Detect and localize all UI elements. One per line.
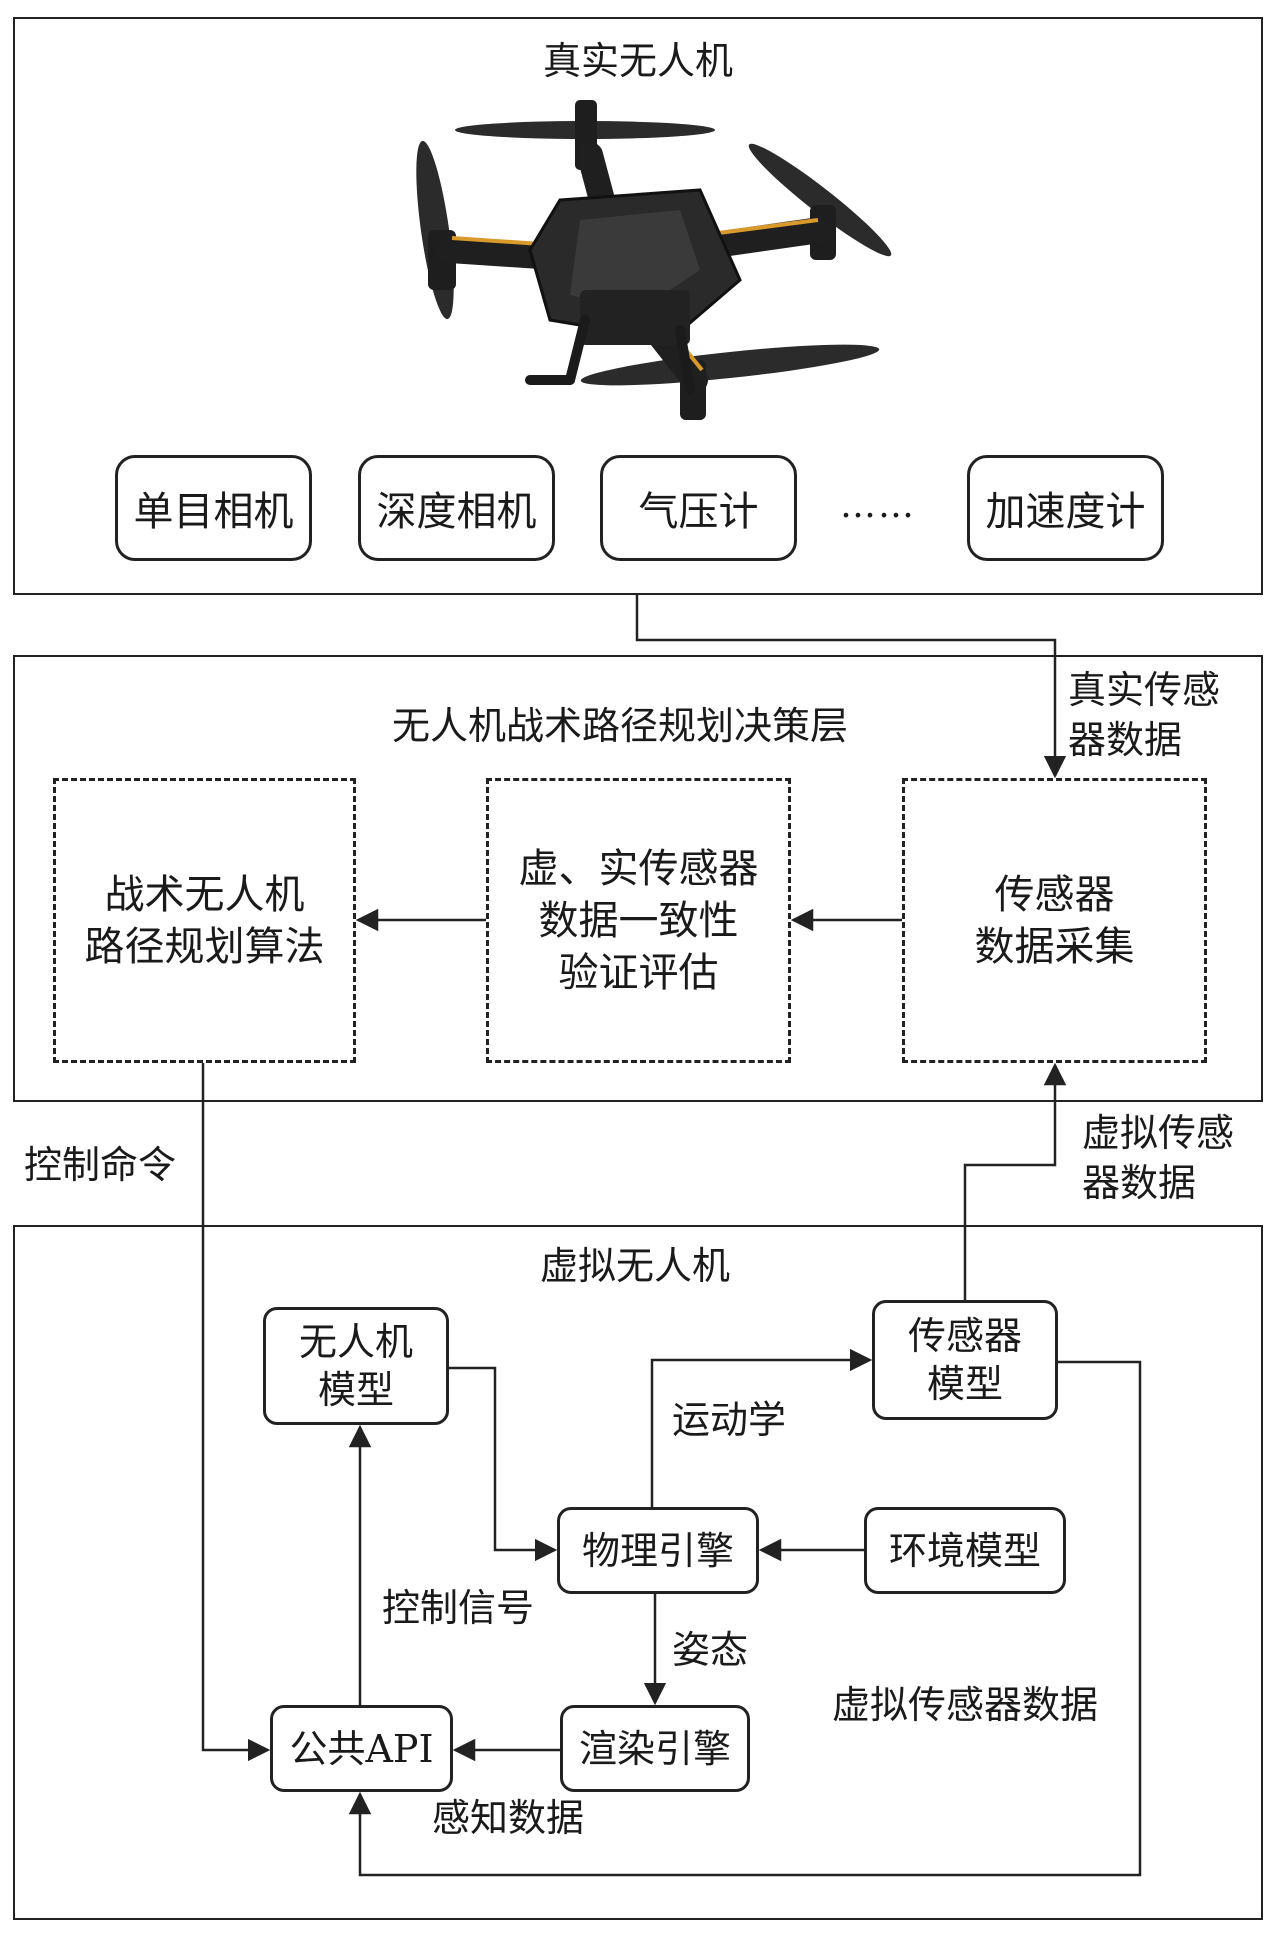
attitude-label: 姿态 [672,1628,749,1672]
kinematics-label: 运动学 [672,1398,787,1442]
physics-engine-box: 物理引擎 [557,1507,759,1594]
public-api-box: 公共API [270,1705,453,1792]
real-sensor-data-label: 真实传感 器数据 [1068,668,1221,762]
arrow-drone-model-to-physics [449,1366,558,1562]
arrow-real-sensor-data [635,595,1067,779]
arrow-control-command [201,1063,271,1762]
arrow-perception-data [348,1360,1142,1877]
decision-layer-title: 无人机战术路径规划决策层 [391,704,848,748]
perception-data-label: 感知数据 [432,1796,585,1840]
sensor-barometer: 气压计 [600,455,797,561]
path-planning-algorithm-box: 战术无人机 路径规划算法 [53,778,356,1063]
sensor-data-acquisition-box: 传感器 数据采集 [902,778,1207,1063]
virtual-drone-title: 虚拟无人机 [539,1244,730,1288]
real-drone-title: 真实无人机 [542,39,733,83]
control-signal-label: 控制信号 [382,1586,535,1630]
consistency-verification-box: 虚、实传感器 数据一致性 验证评估 [486,778,791,1063]
sensor-ellipsis: …… [840,485,916,526]
drone-model-box: 无人机 模型 [263,1307,449,1425]
sensor-accelerometer: 加速度计 [967,455,1164,561]
render-engine-box: 渲染引擎 [560,1705,750,1792]
virtual-sensor-data-top-label: 虚拟传感 器数据 [1082,1111,1235,1205]
sensor-model-box: 传感器 模型 [872,1300,1058,1420]
virtual-sensor-data-label: 虚拟传感器数据 [832,1683,1099,1727]
environment-model-box: 环境模型 [864,1507,1066,1594]
arrow-kinematics [650,1348,873,1507]
sensor-monocular-camera: 单目相机 [115,455,312,561]
arrow-virtual-sensor-data [963,1062,1067,1300]
control-command-label: 控制命令 [24,1143,177,1187]
sensor-depth-camera: 深度相机 [358,455,555,561]
drone-photo [416,100,892,420]
